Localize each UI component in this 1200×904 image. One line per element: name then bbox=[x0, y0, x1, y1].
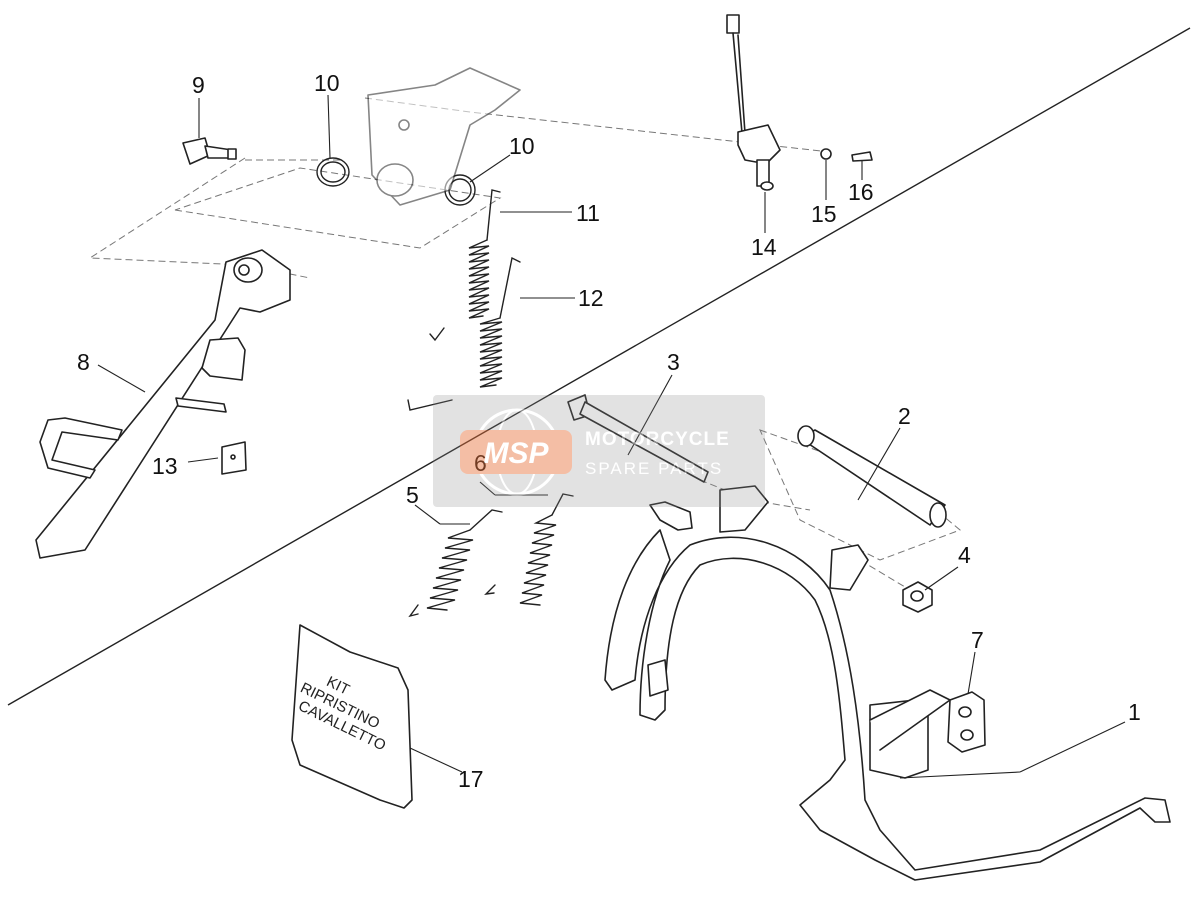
callout-14: 14 bbox=[751, 234, 777, 260]
watermark-logo-badge bbox=[460, 430, 572, 474]
callout-2: 2 bbox=[898, 403, 911, 429]
watermark-logo-text: MSP bbox=[483, 437, 549, 470]
callout-8: 8 bbox=[77, 349, 90, 375]
part-4-nut bbox=[902, 581, 933, 613]
part-2-tube bbox=[797, 425, 947, 528]
part-10-o-rings bbox=[316, 157, 476, 206]
callout-16: 16 bbox=[848, 179, 874, 205]
callout-11: 11 bbox=[576, 200, 600, 226]
watermark-line2: SPARE PARTS bbox=[585, 459, 723, 478]
callout-numbers: 1 2 3 4 5 6 7 8 9 10 10 11 12 13 14 15 1… bbox=[77, 70, 1141, 792]
callout-10-left: 10 bbox=[314, 70, 340, 96]
leader-lines bbox=[97, 94, 1126, 779]
callout-3: 3 bbox=[667, 349, 680, 375]
watermark: MSP MOTORCYCLE SPARE PARTS bbox=[433, 395, 765, 507]
watermark-panel bbox=[433, 395, 765, 507]
callout-12: 12 bbox=[578, 285, 604, 311]
callout-13: 13 bbox=[152, 453, 178, 479]
part-11-spring bbox=[429, 189, 501, 342]
callout-17: 17 bbox=[458, 766, 484, 792]
callout-1: 1 bbox=[1128, 699, 1141, 725]
part-16-screw bbox=[851, 151, 873, 162]
part-7-pad bbox=[947, 691, 986, 753]
part-15-washer bbox=[820, 148, 832, 160]
callout-7: 7 bbox=[971, 627, 984, 653]
frame-bracket-ghost bbox=[367, 67, 521, 206]
callout-15: 15 bbox=[811, 201, 837, 227]
callout-10-right: 10 bbox=[509, 133, 535, 159]
part-8-side-stand bbox=[35, 249, 291, 559]
watermark-line1: MOTORCYCLE bbox=[585, 429, 730, 450]
part-1-center-stand bbox=[604, 485, 1171, 881]
part-9-bolt bbox=[182, 137, 237, 165]
part-17-kit-bag: KIT RIPRISTINO CAVALLETTO bbox=[291, 624, 413, 809]
callout-4: 4 bbox=[958, 542, 971, 568]
callout-6: 6 bbox=[474, 450, 487, 476]
callout-9: 9 bbox=[192, 72, 205, 98]
part-6-spring bbox=[484, 493, 574, 606]
part-13-pad bbox=[221, 441, 247, 475]
part-5-spring bbox=[408, 509, 503, 618]
part-12-spring bbox=[407, 256, 521, 411]
watermark-globe-icon bbox=[473, 408, 561, 496]
part-3-bolt bbox=[567, 394, 709, 483]
callout-5: 5 bbox=[406, 482, 419, 508]
part-14-stand-switch bbox=[726, 14, 781, 191]
divider-line bbox=[7, 27, 1191, 706]
